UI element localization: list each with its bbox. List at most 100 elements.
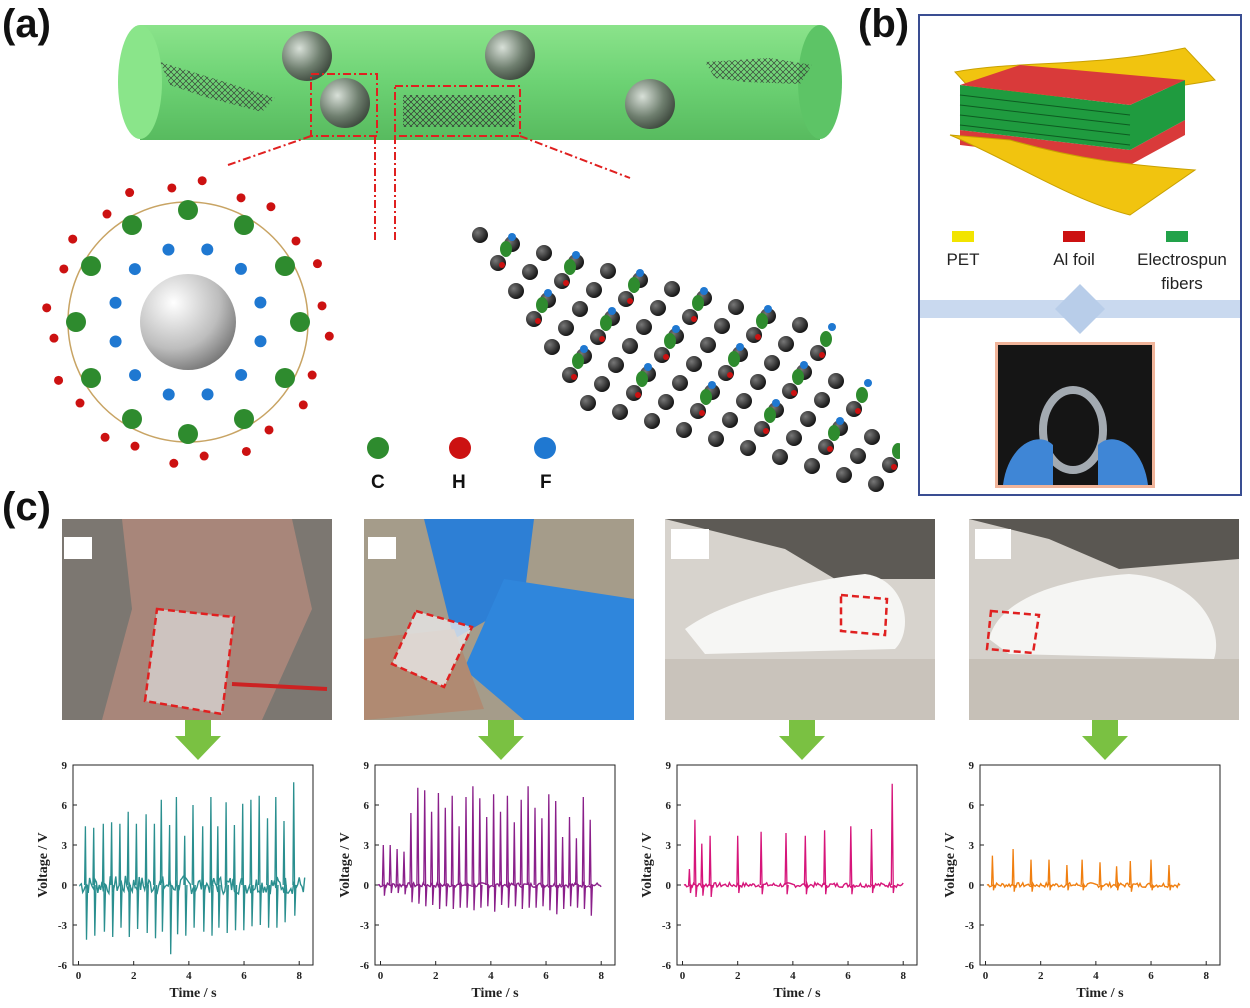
hydrogen-atom xyxy=(59,264,69,274)
carbon-atom xyxy=(728,351,740,367)
voltage-spike xyxy=(168,824,173,955)
voltage-spike xyxy=(849,826,854,895)
voltage-spike xyxy=(381,844,387,896)
fluorine-atom xyxy=(201,388,214,401)
fluorine-atom xyxy=(234,262,247,275)
x-axis-label: Time / s xyxy=(1076,986,1124,1001)
carbon-legend-dot xyxy=(367,437,389,459)
y-tick-label: -6 xyxy=(965,960,975,972)
carbon-lattice-atom xyxy=(644,413,660,429)
fluorine-atom xyxy=(580,345,588,353)
x-tick-label: 2 xyxy=(433,970,439,982)
voltage-spike xyxy=(478,798,483,908)
down-arrow-icon xyxy=(478,720,524,760)
hydrogen-atom xyxy=(791,390,797,396)
voltage-spike xyxy=(232,824,238,931)
carbon-lattice-atom xyxy=(792,317,808,333)
panel-b-label: (b) xyxy=(858,2,910,46)
carbon-lattice-atom xyxy=(864,429,880,445)
y-tick-label: -3 xyxy=(360,920,370,932)
nanoparticle xyxy=(625,79,675,129)
fluorine-atom xyxy=(544,289,552,297)
hydrogen-atom xyxy=(855,408,861,414)
carbon-atom xyxy=(274,256,295,276)
voltage-spike xyxy=(224,802,229,934)
carbon-lattice-atom xyxy=(558,320,574,336)
carbon-lattice-atom xyxy=(736,393,752,409)
hydrogen-atom xyxy=(264,425,274,435)
voltage-spike xyxy=(101,823,107,932)
fluorine-atom xyxy=(708,381,716,389)
x-tick-label: 4 xyxy=(790,970,796,982)
fiber-tube xyxy=(118,25,842,140)
hydrogen-atom xyxy=(755,334,761,340)
y-tick-label: -6 xyxy=(662,960,672,972)
y-tick-label: 9 xyxy=(969,760,975,772)
voltage-spike xyxy=(443,807,449,907)
fluorine-atom xyxy=(608,307,616,315)
wrist-photo xyxy=(62,519,332,720)
y-tick-label: 6 xyxy=(364,800,370,812)
y-tick-label: 6 xyxy=(62,800,68,812)
carbon-lattice-atom xyxy=(612,404,628,420)
y-tick-label: -3 xyxy=(965,920,975,932)
zoom-lines xyxy=(227,135,631,240)
gloved-hand-photo xyxy=(364,519,634,720)
carbon-atom xyxy=(564,259,576,275)
carbon-atom xyxy=(234,408,254,429)
voltage-spike xyxy=(568,816,573,907)
voltage-spike xyxy=(1080,859,1085,891)
al-foil-swatch xyxy=(1063,231,1085,242)
panel-a-illustration xyxy=(42,25,900,492)
hydrogen-atom xyxy=(535,318,541,324)
y-axis-label: Voltage / V xyxy=(943,832,958,897)
voltage-spike xyxy=(464,796,469,908)
nanoparticle xyxy=(485,30,535,80)
carbon-lattice-atom xyxy=(772,449,788,465)
hydrogen-atom xyxy=(763,428,769,434)
voltage-spike xyxy=(1115,866,1120,891)
voltage-spike xyxy=(588,819,594,916)
voltage-spike xyxy=(1128,860,1134,892)
carbon-lattice-atom xyxy=(828,373,844,389)
device-bending-photo xyxy=(995,342,1155,488)
signal-baseline xyxy=(79,875,306,897)
y-tick-label: 3 xyxy=(62,840,68,852)
fluorine-atom xyxy=(836,417,844,425)
carbon-atom xyxy=(66,312,86,332)
carbon-atom xyxy=(234,215,254,236)
voltage-spike xyxy=(430,811,435,906)
voltage-spike xyxy=(512,822,518,907)
carbon-lattice-atom xyxy=(708,431,724,447)
x-tick-label: 6 xyxy=(845,970,851,982)
hydrogen-atom xyxy=(130,441,140,451)
carbon-atom xyxy=(700,389,712,405)
carbon-lattice-atom xyxy=(544,339,560,355)
hydrogen-atom xyxy=(827,446,833,452)
voltage-spike xyxy=(554,800,559,915)
voltage-spike xyxy=(159,799,165,932)
fluorine-atom xyxy=(109,296,122,309)
voltage-spike xyxy=(574,838,580,908)
foot-heel-photo xyxy=(665,519,935,720)
voltage-spike xyxy=(126,811,132,938)
carbon-atom xyxy=(628,277,640,293)
voltage-spike xyxy=(759,831,764,895)
fluorine-legend-dot xyxy=(534,437,556,459)
y-tick-label: 3 xyxy=(364,840,370,852)
hydrogen-atom xyxy=(241,446,251,456)
voltage-spike xyxy=(1065,864,1070,891)
fluorine-atom xyxy=(572,251,580,259)
voltage-spike xyxy=(533,807,538,908)
voltage-spike xyxy=(784,832,789,895)
hydrogen-atom xyxy=(891,464,897,470)
graphene-molecular-model xyxy=(472,227,900,492)
voltage-spike xyxy=(736,835,741,894)
carbon-lattice-atom xyxy=(572,301,588,317)
fluorine-atom xyxy=(508,233,516,241)
carbon-lattice-atom xyxy=(472,227,488,243)
y-tick-label: -3 xyxy=(58,920,68,932)
voltage-spike xyxy=(1149,859,1154,891)
hydrogen-atom xyxy=(324,331,334,341)
hydrogen-atom xyxy=(75,398,85,408)
